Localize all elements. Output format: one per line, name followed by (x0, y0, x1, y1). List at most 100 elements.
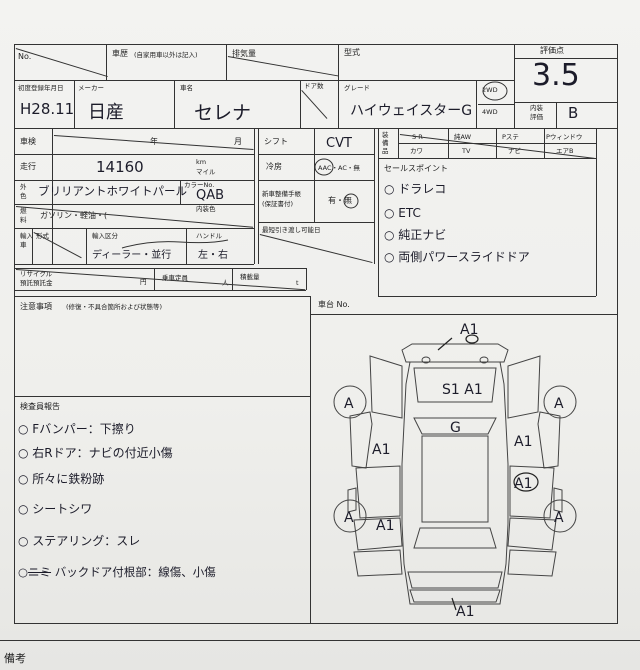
ac-label: 冷房 (266, 162, 282, 171)
inspector-item-2-text: 右Rドア：ナビの付近小傷 (32, 446, 173, 460)
ac-circle (314, 158, 334, 176)
fuel-label-2: 料 (20, 216, 27, 224)
handle-label: ハンドル (196, 232, 222, 240)
color-no-value: QAB (196, 188, 225, 203)
sales-point-2-text: ETC (398, 206, 421, 220)
drive-2wd: 2WD (482, 86, 498, 94)
displacement-label: 排気量 (232, 49, 256, 58)
manual-value: 有・無 (328, 196, 352, 205)
history-note: (自家用車以外は記入) (134, 51, 198, 59)
interior-color-label: 内装色 (196, 205, 216, 213)
inspector-item-6-text: バックドア付根部：線傷、小傷 (54, 565, 216, 579)
maker-label: メーカー (78, 84, 104, 92)
inspector-item-3-text: 所々に鉄粉跡 (32, 472, 105, 486)
mark-left-rear: A1 (376, 518, 394, 534)
sales-points-label: セールスポイント (384, 164, 448, 173)
car-name-label: 車名 (180, 84, 193, 92)
remarks-label: 備考 (4, 652, 26, 665)
model-type-label: 型式 (344, 48, 360, 57)
sales-point-2: ○ ETC (384, 206, 421, 220)
fuel-options: ガソリン・軽油・( (40, 211, 108, 220)
sales-point-1-text: ドラレコ (398, 182, 447, 196)
inspector-item-4: ○ シートシワ (18, 502, 93, 516)
inspector-label: 検査員報告 (20, 402, 60, 411)
inspector-item-1-text: Fバンパー：下擦り (32, 422, 136, 436)
manual-circle (343, 193, 359, 209)
score-label: 評価点 (540, 46, 564, 55)
inspector-item-6: ○ニミ バックドア付根部：線傷、小傷 (18, 565, 216, 579)
kg-label: t (296, 279, 299, 287)
caution-note: (修復・不具合箇所および状態等) (66, 303, 163, 311)
import-dist-label: 輸入区分 (92, 232, 118, 240)
yen-label: 円 (140, 278, 147, 286)
history-label: 車歴 (112, 49, 128, 58)
km-label: km (196, 158, 207, 166)
color-no-label: カラーNo. (184, 181, 215, 189)
mark-rear-bumper: A1 (456, 604, 474, 620)
mileage-label: 走行 (20, 162, 36, 171)
exterior-label-1: 外 (20, 183, 27, 191)
grade-label: グレード (344, 84, 370, 92)
delivery-label: 最短引き渡し可能日 (262, 226, 321, 234)
interior-label-2: 評価 (530, 113, 543, 121)
manual-label-1: 新車整備手帳 (262, 190, 301, 198)
no-label: No. (18, 52, 32, 61)
mark-windshield: G (450, 420, 461, 436)
mark-wheel-rl: A (344, 510, 354, 526)
option-navi: ナビ (508, 147, 521, 155)
sales-point-3-text: 純正ナビ (398, 228, 447, 242)
car-damage-diagram: A1 S1 A1 G A1 A1 A1 A1 A1 A A A A (333, 322, 577, 620)
door-label: ドア数 (304, 82, 324, 90)
manual-label-2: (保証書付) (262, 200, 294, 208)
inspector-item-2: ○ 右Rドア：ナビの付近小傷 (18, 446, 173, 460)
maker-value: 日産 (88, 102, 124, 123)
capacity-label: 乗車定員 (162, 274, 188, 282)
option-pwindow: Pウィンドウ (546, 133, 583, 141)
mark-front-bumper: A1 (460, 322, 478, 338)
handle-value: 左・右 (198, 250, 228, 261)
recycle-label-1: リサイクル (20, 270, 53, 278)
grade-value: ハイウェイスターG (350, 103, 473, 119)
inspection-label: 車検 (20, 137, 36, 146)
option-leather: カワ (410, 147, 423, 155)
mark-wheel-fl: A (344, 396, 354, 412)
inspector-item-5-text: ステアリング：スレ (32, 534, 141, 548)
mileage-value: 14160 (96, 158, 144, 176)
option-psteer: Pステ (502, 133, 519, 141)
ac-value: AAC・AC・無 (318, 164, 360, 172)
exterior-label-2: 色 (20, 192, 27, 200)
drive-circle (482, 81, 508, 101)
inspector-item-5: ○ ステアリング：スレ (18, 534, 141, 548)
score-value: 3.5 (532, 58, 580, 93)
shift-label: シフト (264, 137, 288, 146)
chassis-label: 車台 No. (318, 300, 350, 309)
import-dist-value: ディーラー・並行 (92, 250, 172, 261)
inspector-item-3: ○ 所々に鉄粉跡 (18, 472, 105, 486)
first-reg-value: H28.11 (20, 100, 75, 118)
sales-point-4: ○ 両側パワースライドドア (384, 250, 530, 264)
inspector-item-1: ○ Fバンパー：下擦り (18, 422, 136, 436)
import-handwritten-stroke (121, 239, 229, 249)
exterior-value: ブリリアントホワイトパール (38, 184, 188, 198)
interior-label: 内装 (530, 104, 543, 112)
mark-hood: S1 A1 (442, 382, 483, 398)
shift-value: CVT (326, 136, 352, 151)
fuel-label-1: 燃 (20, 207, 27, 215)
std-label: 装備品 (382, 131, 389, 155)
caution-label: 注意事項 (20, 302, 52, 311)
car-name-value: セレナ (194, 102, 252, 124)
sales-point-4-text: 両側パワースライドドア (398, 250, 530, 264)
mark-wheel-fr: A (554, 396, 564, 412)
mark-right-rear-door: A1 (514, 476, 532, 492)
recycle-label-2: 預託預託金 (20, 279, 53, 287)
option-tv: TV (462, 147, 471, 155)
inspector-item-4-text: シートシワ (32, 502, 93, 516)
mark-right-front-door: A1 (514, 434, 532, 450)
interior-value: B (568, 104, 579, 122)
option-airbag: エアB (556, 147, 574, 155)
sheet-frame (14, 44, 618, 624)
mark-left-door: A1 (372, 442, 390, 458)
mile-label: マイル (196, 168, 216, 176)
sales-point-1: ○ ドラレコ (384, 182, 447, 196)
